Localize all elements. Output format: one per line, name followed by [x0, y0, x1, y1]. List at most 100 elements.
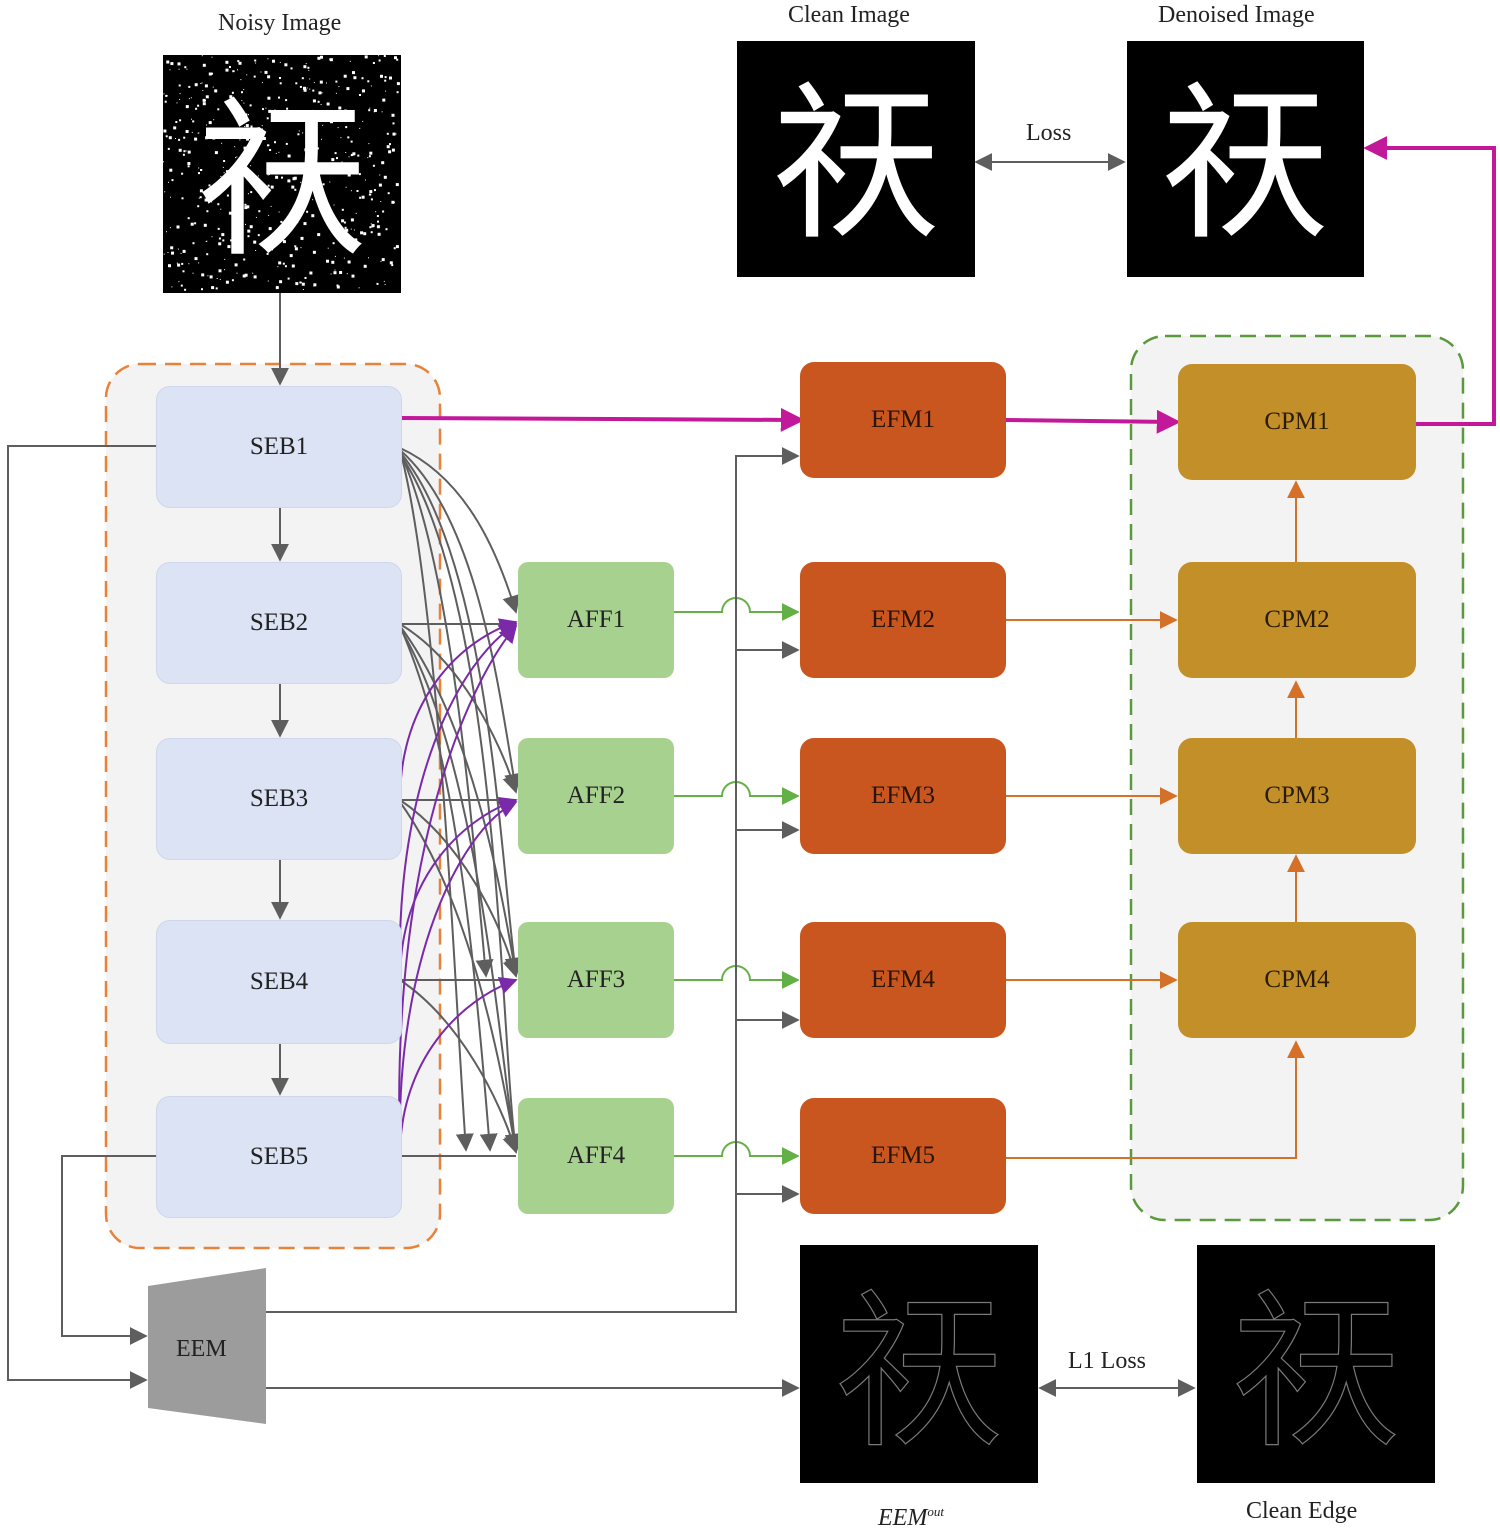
- noise-speck: [351, 274, 355, 278]
- noise-speck: [246, 130, 248, 132]
- noise-speck: [213, 193, 216, 196]
- cpm2-node: CPM2: [1178, 562, 1416, 678]
- seb2-node: SEB2: [156, 562, 402, 684]
- noise-speck: [329, 181, 331, 183]
- noise-speck: [178, 138, 181, 141]
- noise-speck: [208, 72, 212, 76]
- noise-speck: [217, 108, 220, 111]
- noise-speck: [375, 211, 377, 213]
- noise-speck: [168, 264, 171, 268]
- noise-speck: [369, 107, 371, 109]
- noise-speck: [347, 260, 351, 264]
- noise-speck: [231, 279, 234, 282]
- noise-speck: [163, 161, 164, 163]
- noise-speck: [191, 118, 192, 120]
- noise-speck: [368, 155, 371, 158]
- noise-speck: [210, 276, 213, 279]
- noise-speck: [178, 68, 180, 70]
- noise-speck: [249, 104, 252, 107]
- cpm3-node: CPM3: [1178, 738, 1416, 854]
- noise-speck: [365, 179, 366, 181]
- noise-speck: [169, 69, 171, 71]
- noise-speck: [278, 163, 279, 165]
- noise-speck: [239, 174, 241, 176]
- noise-speck: [270, 185, 274, 189]
- noise-speck: [355, 212, 357, 214]
- noise-speck: [258, 181, 262, 185]
- noise-speck: [278, 211, 280, 213]
- noise-speck: [350, 154, 353, 157]
- noise-speck: [370, 85, 372, 87]
- noise-speck: [291, 264, 295, 268]
- noise-speck: [373, 109, 377, 112]
- noise-speck: [308, 112, 311, 115]
- noise-speck: [386, 145, 390, 149]
- noise-speck: [358, 287, 360, 289]
- noise-speck: [176, 225, 180, 229]
- noise-speck: [206, 240, 208, 242]
- noise-speck: [225, 68, 229, 72]
- noise-speck: [313, 82, 315, 84]
- noise-speck: [362, 89, 365, 93]
- noise-speck: [331, 158, 335, 162]
- noise-speck: [320, 104, 322, 105]
- noise-speck: [261, 128, 263, 130]
- noise-speck: [282, 240, 286, 244]
- noise-speck: [262, 137, 266, 140]
- noise-speck: [354, 238, 358, 242]
- noise-speck: [236, 156, 238, 158]
- noise-speck: [335, 80, 338, 83]
- noise-speck: [373, 111, 375, 113]
- noise-speck: [279, 61, 281, 63]
- seb3-node: SEB3: [156, 738, 402, 860]
- eem-out-image: 祆: [800, 1245, 1038, 1483]
- noisy-image: 祆: [163, 55, 401, 293]
- denoised-image-label: Denoised Image: [1158, 2, 1315, 28]
- noise-speck: [376, 215, 379, 217]
- noise-speck: [369, 151, 373, 155]
- noise-speck: [186, 68, 188, 70]
- noise-speck: [207, 275, 209, 277]
- noise-speck: [208, 184, 211, 187]
- noise-speck: [327, 247, 329, 249]
- noise-speck: [192, 120, 195, 123]
- noise-speck: [352, 152, 356, 156]
- noise-speck: [391, 113, 395, 117]
- noise-speck: [377, 232, 381, 236]
- noise-speck: [268, 214, 270, 216]
- noise-speck: [356, 190, 359, 192]
- noise-speck: [304, 148, 308, 152]
- aff2-node: AFF2: [518, 738, 674, 854]
- noise-speck: [245, 223, 246, 225]
- noise-speck: [267, 280, 269, 282]
- upward-connections: [398, 618, 518, 1157]
- noise-speck: [381, 258, 385, 262]
- noise-speck: [244, 206, 248, 210]
- noise-speck: [308, 69, 310, 71]
- noisy-image-label: Noisy Image: [218, 10, 342, 36]
- eem-out-sup: out: [927, 1504, 944, 1519]
- noise-speck: [208, 121, 212, 125]
- noise-speck: [396, 82, 400, 86]
- noise-speck: [301, 77, 304, 80]
- noise-speck: [396, 91, 399, 94]
- noise-speck: [223, 136, 226, 139]
- noise-speck: [380, 201, 382, 203]
- noise-speck: [312, 109, 314, 111]
- noise-speck: [358, 173, 361, 176]
- noise-speck: [248, 114, 249, 116]
- clean-image: 祆: [737, 41, 975, 277]
- noise-speck: [200, 83, 202, 84]
- noise-speck: [326, 82, 327, 84]
- noise-speck: [234, 146, 236, 148]
- noise-speck: [317, 100, 320, 103]
- noise-speck: [206, 210, 209, 213]
- cpm4-node: CPM4: [1178, 922, 1416, 1038]
- noise-speck: [267, 174, 269, 176]
- noise-speck: [163, 253, 165, 255]
- noise-speck: [281, 176, 283, 179]
- noise-speck: [194, 83, 198, 87]
- noise-speck: [326, 102, 330, 106]
- clean-edge-image: 祆: [1197, 1245, 1435, 1483]
